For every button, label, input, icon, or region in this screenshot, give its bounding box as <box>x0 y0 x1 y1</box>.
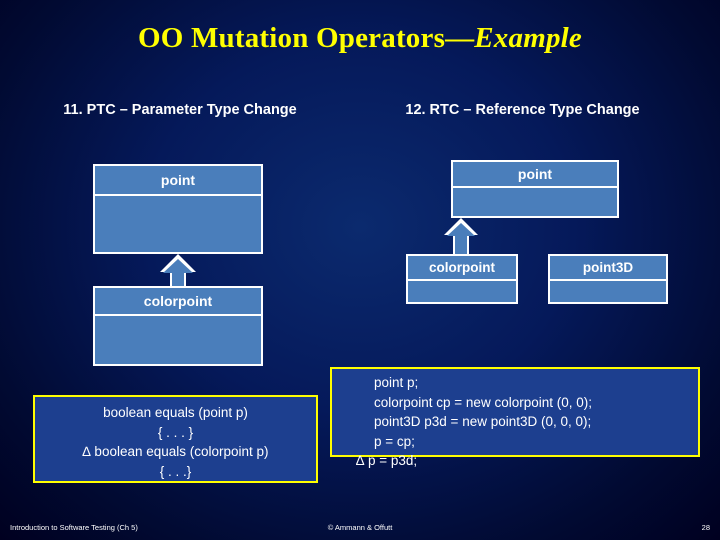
page-title: OO Mutation Operators—Example <box>0 22 720 55</box>
left-class-colorpoint: colorpoint <box>93 286 263 366</box>
code-line: p = cp; <box>374 433 415 449</box>
code-line: ∆ boolean equals (colorpoint p) <box>82 444 269 460</box>
footer-page-number: 28 <box>701 523 710 532</box>
right-class-colorpoint: colorpoint <box>406 254 518 304</box>
right-class-point-name: point <box>453 162 617 188</box>
right-class-colorpoint-name: colorpoint <box>408 256 516 281</box>
right-class-point-body <box>453 188 617 216</box>
footer-copyright: © Ammann & Offutt <box>327 523 393 532</box>
code-line: point3D p3d = new point3D (0, 0, 0); <box>374 414 592 430</box>
code-line: point p; <box>374 375 419 390</box>
subheading-rtc: 12. RTC – Reference Type Change <box>405 102 640 118</box>
arrow-head-fill <box>447 223 475 236</box>
right-class-point3d-body <box>550 281 666 302</box>
code-line: { . . .} <box>159 463 192 479</box>
footer-source: Introduction to Software Testing (Ch 5) <box>10 523 138 532</box>
left-class-point-name: point <box>95 166 261 196</box>
left-class-point: point <box>93 164 263 254</box>
left-class-colorpoint-name: colorpoint <box>95 288 261 316</box>
title-italic: Example <box>474 22 582 54</box>
left-class-point-body <box>95 196 261 252</box>
right-class-point3d-name: point3D <box>550 256 666 281</box>
code-line: colorpoint cp = new colorpoint (0, 0); <box>374 394 592 410</box>
right-class-colorpoint-body <box>408 281 516 302</box>
code-line: ∆ p = p3d; <box>356 453 418 469</box>
arrow-shaft <box>170 270 186 290</box>
code-line: boolean equals (point p) <box>103 405 248 420</box>
title-dash: — <box>445 22 475 54</box>
code-line: { . . . } <box>157 424 194 440</box>
arrow-head-fill <box>163 259 193 273</box>
left-inheritance-arrow <box>160 254 196 290</box>
right-class-point: point <box>451 160 619 218</box>
subheading-ptc: 11. PTC – Parameter Type Change <box>63 102 297 118</box>
code-panel-ptc: boolean equals (point p) { . . . } ∆ boo… <box>33 395 318 483</box>
left-class-colorpoint-body <box>95 316 261 364</box>
code-panel-rtc: point p; colorpoint cp = new colorpoint … <box>330 367 700 468</box>
title-main: OO Mutation Operators <box>138 22 446 54</box>
right-class-point3d: point3D <box>548 254 668 304</box>
right-inheritance-arrow <box>444 218 478 254</box>
arrow-shaft <box>453 233 469 254</box>
